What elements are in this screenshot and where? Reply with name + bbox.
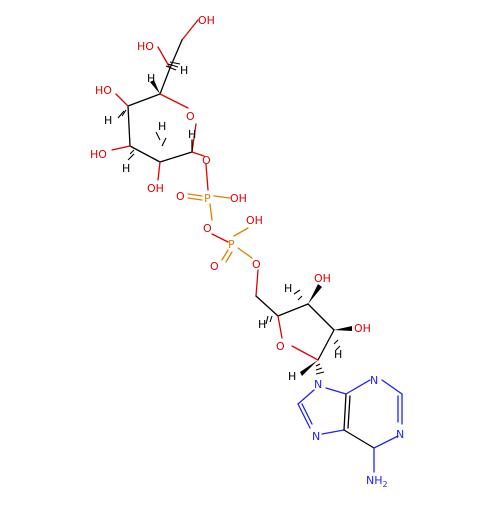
hash-c4prime-h bbox=[269, 315, 273, 323]
label-n1: N bbox=[396, 428, 404, 441]
bond-obridge-p2 bbox=[211, 233, 229, 243]
label-ho-chain: HO bbox=[137, 40, 154, 53]
bond-n7-c5 bbox=[321, 429, 345, 435]
bond-oring-c1 bbox=[191, 123, 197, 153]
label-h-c2: H bbox=[158, 120, 166, 133]
bond-chain-oh bbox=[157, 46, 171, 69]
atom-labels: OH HO H HO H H O HO H H H OH O P O OH O … bbox=[90, 14, 404, 489]
label-p1: P bbox=[204, 192, 211, 205]
ribose-bonds bbox=[255, 284, 352, 376]
bond-p1-o-double-a bbox=[187, 193, 203, 197]
label-h-chain: H bbox=[180, 64, 188, 77]
wedge-c1prime-h bbox=[300, 360, 318, 376]
bond-c6-c5 bbox=[343, 429, 375, 449]
label-oh-c2: OH bbox=[147, 182, 164, 195]
bond-c1-oglyco bbox=[191, 151, 205, 157]
bond-c3-oh bbox=[111, 145, 131, 151]
hash-c3prime-h bbox=[297, 295, 303, 301]
bond-p1-obridge bbox=[209, 203, 213, 221]
hash-c1prime-n9 bbox=[315, 363, 321, 367]
label-o-p1-double: O bbox=[176, 190, 185, 203]
bond-c4-c5 bbox=[343, 393, 347, 431]
bond-n9-c8 bbox=[297, 389, 315, 405]
label-oh-c2prime: OH bbox=[354, 322, 371, 335]
label-oh-p1: OH bbox=[230, 192, 247, 205]
adenine-bonds bbox=[297, 379, 403, 473]
label-ho-c4: HO bbox=[95, 84, 112, 97]
bond-chain-c5 bbox=[159, 67, 171, 95]
hash-c3-h bbox=[129, 149, 135, 155]
bond-c1-c2 bbox=[159, 151, 193, 163]
label-nh2-main: NH bbox=[366, 474, 383, 487]
label-oh-p2: OH bbox=[246, 214, 263, 227]
label-h-c3: H bbox=[122, 162, 130, 175]
bond-oring-c4prime bbox=[277, 315, 283, 339]
label-o-ring-ribose: O bbox=[276, 340, 285, 353]
label-h-c2prime: H bbox=[334, 348, 342, 361]
sugar-bonds bbox=[111, 19, 205, 181]
bond-c2-oh bbox=[157, 161, 161, 181]
label-n9: N bbox=[314, 378, 322, 391]
hash-chain-h bbox=[165, 65, 177, 71]
label-o-p2-double: O bbox=[210, 260, 219, 273]
bond-c5prime-c4prime bbox=[255, 295, 279, 317]
bond-c4prime-c3prime bbox=[277, 303, 309, 317]
bond-p2-o-double-b bbox=[225, 251, 233, 263]
label-p2: P bbox=[228, 238, 235, 251]
bond-c3prime-c2prime bbox=[307, 303, 335, 331]
hash-c2-h bbox=[155, 131, 161, 141]
label-o-5prime: O bbox=[252, 258, 261, 271]
label-h-c1: H bbox=[188, 128, 196, 141]
label-oh-top: OH bbox=[198, 14, 215, 27]
label-ho-c3: HO bbox=[90, 148, 107, 161]
label-o-glyco: O bbox=[202, 154, 211, 167]
bond-n9-c4 bbox=[325, 387, 347, 395]
bond-ch2-chain bbox=[169, 39, 183, 69]
hash-c4-h bbox=[121, 109, 127, 117]
label-h-c3prime: H bbox=[284, 282, 292, 295]
label-h-c5: H bbox=[147, 72, 155, 85]
bond-c8-n7-a bbox=[297, 403, 311, 429]
wedge-c2prime-oh bbox=[334, 326, 352, 331]
bond-c5-c4 bbox=[127, 93, 161, 107]
bond-n1-c6 bbox=[373, 435, 399, 449]
bond-c4-oh bbox=[115, 93, 129, 107]
label-nh2-subscript: 2 bbox=[383, 480, 388, 489]
bond-p2-oh bbox=[233, 227, 249, 237]
bond-c2-c3 bbox=[129, 145, 161, 163]
label-o-ring-sugar: O bbox=[186, 110, 195, 123]
label-n7: N bbox=[312, 430, 320, 443]
bond-c5-oring bbox=[159, 93, 189, 109]
label-h-c4prime: H bbox=[258, 318, 266, 331]
bond-o5-c5prime bbox=[255, 269, 259, 297]
label-o-bridge: O bbox=[203, 222, 212, 235]
phosphate-bonds bbox=[187, 163, 259, 297]
label-h-c4: H bbox=[104, 114, 112, 127]
bond-p1-o-double-b bbox=[187, 197, 203, 201]
bond-c8-n7-b bbox=[301, 403, 313, 425]
bond-oglyco-p1 bbox=[205, 163, 209, 191]
bond-c2prime-c1prime bbox=[317, 329, 335, 361]
bond-p2-o-double-a bbox=[221, 249, 229, 261]
bond-p2-o5 bbox=[237, 247, 253, 259]
wedge-c5-h bbox=[150, 80, 160, 94]
bond-oh-ch2 bbox=[181, 19, 199, 41]
bond-p1-oh bbox=[213, 195, 231, 199]
label-nh2: NH2 bbox=[366, 474, 388, 489]
hash-c2prime-h bbox=[333, 339, 339, 345]
wedge-c3prime-oh bbox=[308, 284, 322, 304]
bond-n3-c2 bbox=[381, 379, 403, 395]
bond-c4-c5-double bbox=[347, 395, 351, 429]
bond-c3-c4 bbox=[127, 105, 131, 147]
bond-c1prime-oring bbox=[291, 345, 319, 361]
label-oh-c3prime: OH bbox=[314, 272, 331, 285]
label-h-c1prime: H bbox=[288, 370, 296, 383]
label-n3: N bbox=[370, 374, 378, 387]
bond-c4-n3 bbox=[345, 379, 371, 395]
